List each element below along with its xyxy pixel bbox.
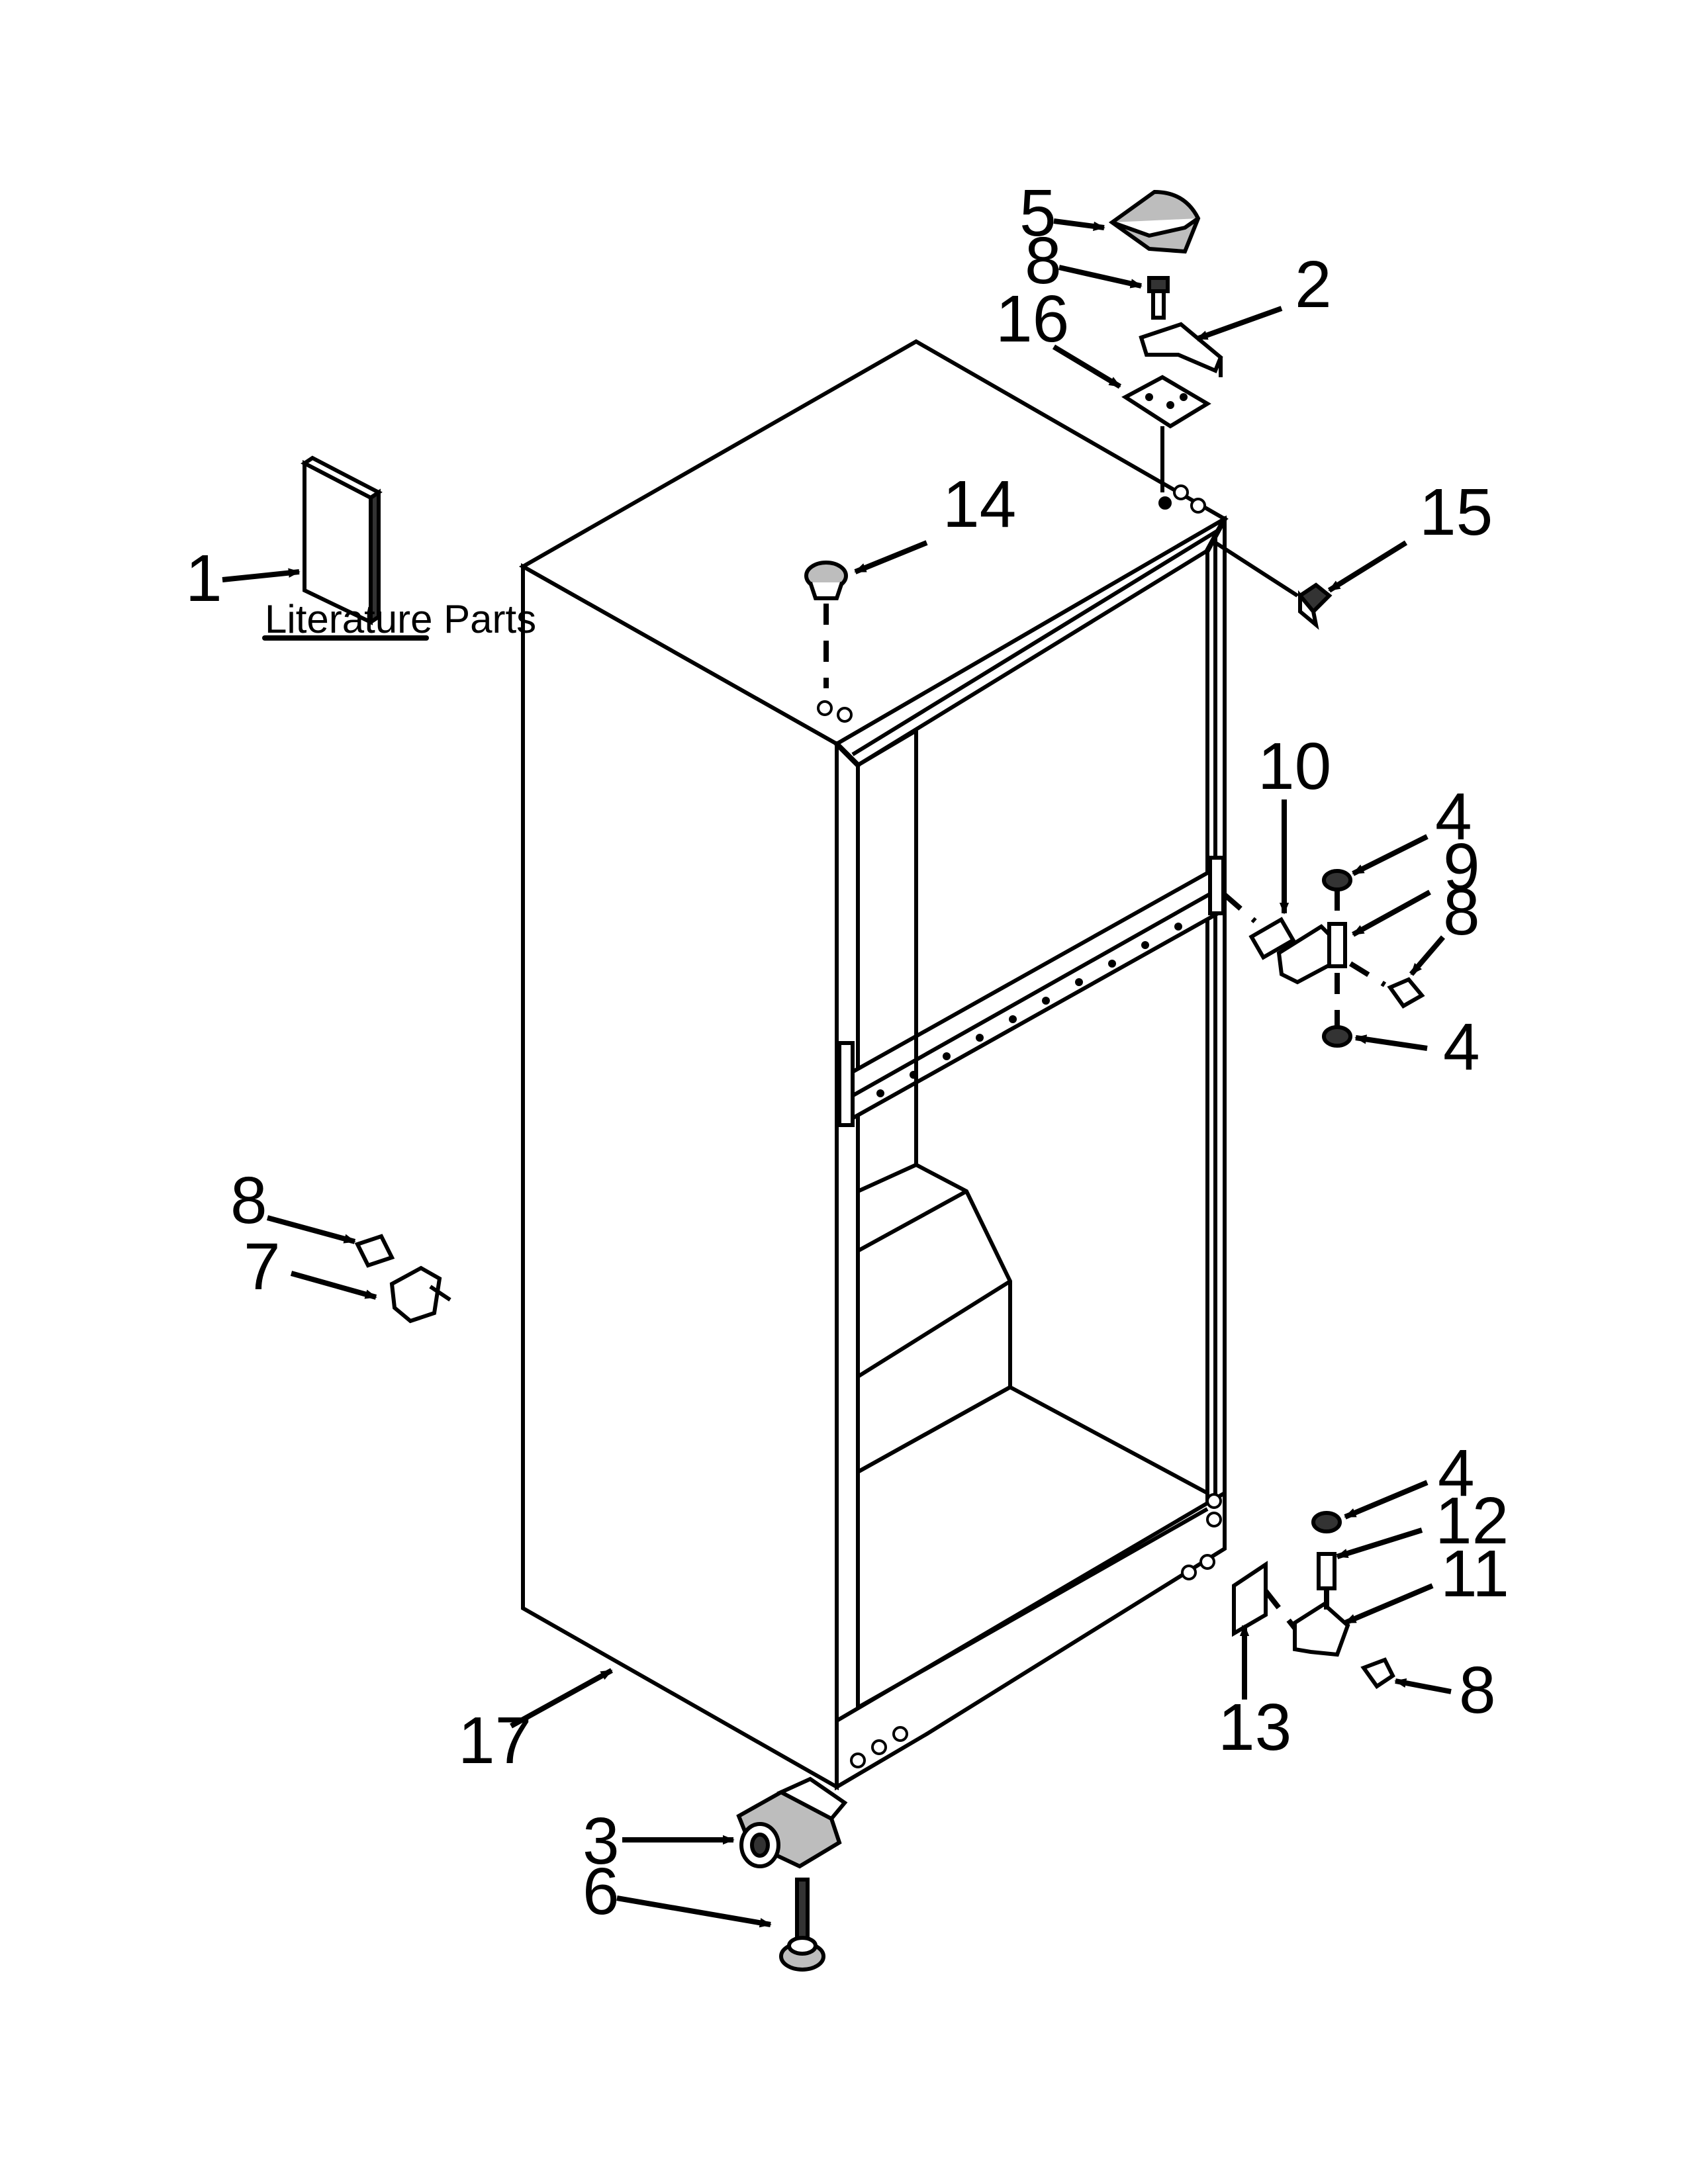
- leveling-leg: [779, 1878, 825, 1972]
- callout-6: 6: [583, 1854, 620, 1929]
- callout-1: 1: [185, 541, 222, 615]
- callout-8-top: 8: [1025, 224, 1062, 298]
- callout-13: 13: [1218, 1690, 1291, 1764]
- divider-holes: [876, 923, 1182, 1097]
- callout-3: 3: [583, 1804, 620, 1878]
- callout-9: 9: [1443, 830, 1480, 904]
- callout-10: 10: [1258, 729, 1331, 803]
- callout-12: 12: [1435, 1484, 1509, 1558]
- side-clip-assembly: [354, 1234, 451, 1324]
- callout-2: 2: [1295, 248, 1332, 322]
- callout-15: 15: [1419, 475, 1493, 549]
- top-hinge-part: [1139, 322, 1223, 377]
- callout-14: 14: [943, 467, 1016, 541]
- callout-8-bottom: 8: [1459, 1653, 1496, 1727]
- base-holes: [850, 1493, 1222, 1768]
- callout-4-top: 4: [1435, 780, 1472, 854]
- cabinet-base-rail: [835, 1489, 1227, 1791]
- hinge-cover-part: [1108, 189, 1201, 254]
- hinge-shim-part: [1121, 375, 1211, 429]
- callout-4-bottom: 4: [1438, 1436, 1475, 1510]
- callout-5: 5: [1019, 176, 1056, 250]
- callout-8-side: 8: [230, 1163, 267, 1238]
- callout-17: 17: [458, 1704, 532, 1778]
- top-hinge-screw: [1147, 276, 1170, 320]
- leader-arrows: [222, 218, 1452, 1928]
- cabinet-left-side: [521, 563, 839, 1791]
- top-holes: [817, 484, 1206, 723]
- plug-part: [804, 561, 848, 600]
- callout-16: 16: [996, 282, 1069, 356]
- bottom-hinge-assembly: [1232, 1511, 1395, 1690]
- center-hinge-assembly: [1223, 869, 1425, 1048]
- roller-assembly: [736, 1776, 848, 1869]
- callout-11: 11: [1440, 1537, 1509, 1611]
- callout-labels: 1 2 3 4 4 4 5 6 7 8 8 8 8 9 10 11 12 13 …: [185, 176, 1509, 1929]
- callout-7: 7: [244, 1230, 281, 1304]
- literature-parts: [301, 455, 383, 626]
- door-stop-part: [1297, 582, 1333, 630]
- cabinet: [518, 339, 1229, 1791]
- literature-parts-label: Literature Parts: [265, 597, 536, 641]
- callout-8-center: 8: [1443, 875, 1480, 949]
- callout-4-mid: 4: [1443, 1010, 1480, 1084]
